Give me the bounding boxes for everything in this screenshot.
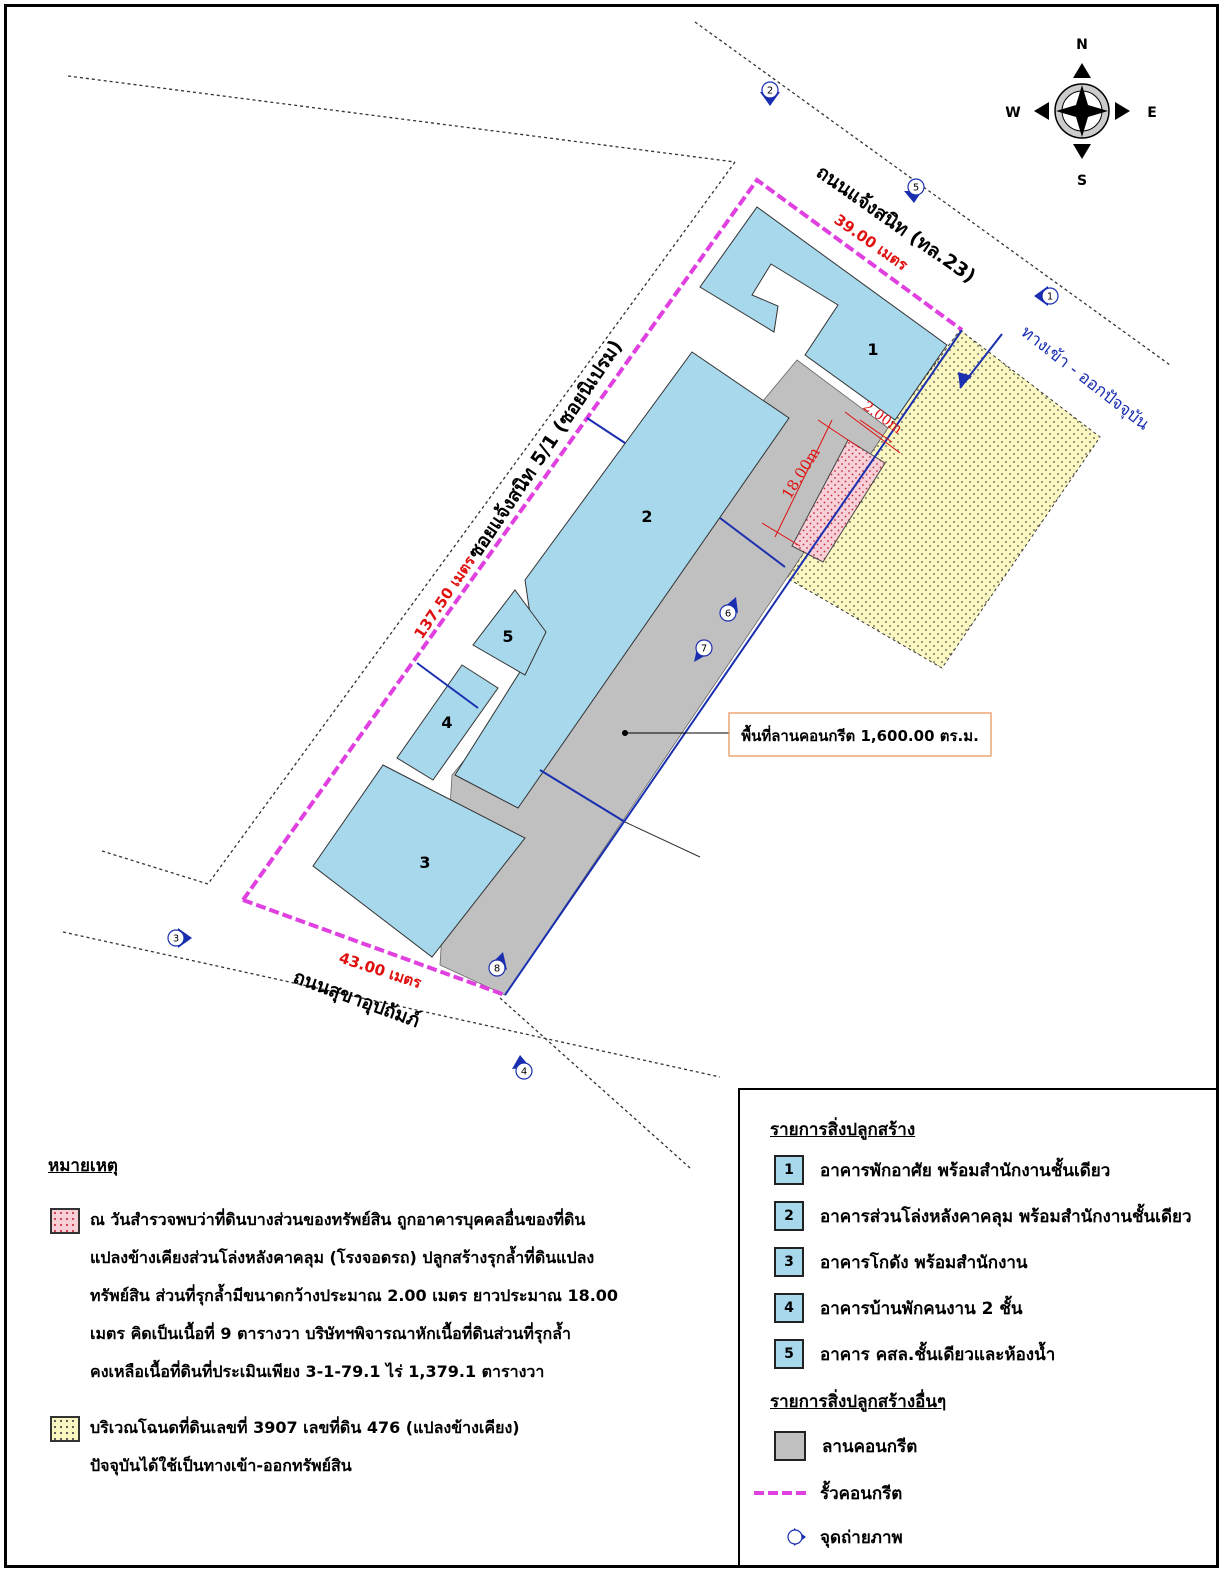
legend-item-2: 2 อาคารส่วนโล่งหลังคาคลุม พร้อมสำนักงานชั… xyxy=(774,1199,1192,1233)
building-5 xyxy=(472,589,547,676)
svg-text:3: 3 xyxy=(173,934,179,945)
legend-label: อาคาร คสล.ชั้นเดียวและห้องน้ำ xyxy=(820,1344,1056,1365)
notes-section: หมายเหตุ ณ วันสำรวจพบว่าที่ดินบางส่วนของ… xyxy=(48,1152,698,1503)
legend-title-buildings: รายการสิ่งปลูกสร้าง xyxy=(770,1120,916,1140)
compass-s: S xyxy=(1077,173,1087,189)
east-boundary xyxy=(504,329,963,996)
fence-swatch xyxy=(754,1491,810,1495)
legend-label: จุดถ่ายภาพ xyxy=(820,1527,903,1548)
legend-num: 3 xyxy=(774,1247,804,1277)
compass-rose: N S E W xyxy=(1005,37,1157,189)
legend-num: 2 xyxy=(774,1201,804,1231)
building-4-number: 4 xyxy=(441,713,452,732)
legend-label: ลานคอนกรีต xyxy=(822,1436,918,1457)
legend-item-fence: รั้วคอนกรีต xyxy=(754,1476,902,1510)
concrete-fence xyxy=(241,177,964,902)
note-line: คงเหลือเนื้อที่ดินที่ประเมินเพียง 3-1-79… xyxy=(90,1362,545,1381)
legend-label: อาคารบ้านพักคนงาน 2 ชั้น xyxy=(820,1298,1023,1319)
svg-text:2: 2 xyxy=(767,86,773,97)
yellow-swatch xyxy=(50,1416,80,1442)
west-dimension: 137.50 เมตร xyxy=(410,552,479,642)
note-line: บริเวณโฉนดที่ดินเลขที่ 3907 เลขที่ดิน 47… xyxy=(90,1418,520,1437)
legend-label: อาคารโกดัง พร้อมสำนักงาน xyxy=(820,1252,1028,1273)
notes-title: หมายเหตุ xyxy=(48,1156,118,1176)
legend-item-3: 3 อาคารโกดัง พร้อมสำนักงาน xyxy=(774,1245,1028,1279)
note-line: ณ วันสำรวจพบว่าที่ดินบางส่วนของทรัพย์สิน… xyxy=(90,1210,586,1229)
callout-text: พื้นที่ลานคอนกรีต 1,600.00 ตร.ม. xyxy=(741,724,979,745)
legend-item-5: 5 อาคาร คสล.ชั้นเดียวและห้องน้ำ xyxy=(774,1337,1055,1371)
building-3 xyxy=(312,764,526,958)
legend-box: รายการสิ่งปลูกสร้าง 1 อาคารพักอาศัย พร้อม… xyxy=(738,1088,1219,1568)
photo-point-1: 1 xyxy=(1034,286,1059,306)
buildings xyxy=(312,206,948,958)
building-4 xyxy=(396,664,499,781)
legend-item-1: 1 อาคารพักอาศัย พร้อมสำนักงานชั้นเดียว xyxy=(774,1153,1110,1187)
building-3-number: 3 xyxy=(419,853,430,872)
svg-text:7: 7 xyxy=(701,644,707,655)
svg-text:1: 1 xyxy=(1047,292,1053,303)
pink-swatch xyxy=(50,1208,80,1234)
legend-label: อาคารส่วนโล่งหลังคาคลุม พร้อมสำนักงานชั้… xyxy=(820,1206,1192,1227)
note-line: ทรัพย์สิน ส่วนที่รุกล้ำมีขนาดกว้างประมาณ… xyxy=(90,1286,619,1305)
photo-point-7: 7 xyxy=(694,639,713,662)
legend-label: รั้วคอนกรีต xyxy=(820,1483,903,1504)
encroachment-area xyxy=(791,439,886,563)
internal-lines xyxy=(416,417,786,823)
building-1-number: 1 xyxy=(867,340,878,359)
legend-label: อาคารพักอาศัย พร้อมสำนักงานชั้นเดียว xyxy=(820,1160,1111,1181)
dimension-lines xyxy=(761,411,901,547)
photo-points: 1 2 3 4 5 6 7 8 xyxy=(167,81,1059,1080)
photo-point-8: 8 xyxy=(488,952,507,977)
legend-num: 1 xyxy=(774,1155,804,1185)
note-neighbor: บริเวณโฉนดที่ดินเลขที่ 3907 เลขที่ดิน 47… xyxy=(48,1409,698,1485)
note-line: เมตร คิดเป็นเนื้อที่ 9 ตารางวา บริษัทฯพิ… xyxy=(90,1324,571,1343)
concrete-swatch xyxy=(774,1431,806,1461)
photo-point-6: 6 xyxy=(719,597,738,622)
building-5-number: 5 xyxy=(502,627,513,646)
compass-n: N xyxy=(1076,37,1088,53)
legend-num: 5 xyxy=(774,1339,804,1369)
map-frame xyxy=(4,4,1219,1568)
svg-text:6: 6 xyxy=(725,609,731,620)
photo-point-4: 4 xyxy=(512,1055,533,1080)
note-line: แปลงข้างเคียงส่วนโล่งหลังคาคลุม (โรงจอดร… xyxy=(90,1248,595,1267)
svg-text:8: 8 xyxy=(494,964,500,975)
legend-title-other: รายการสิ่งปลูกสร้างอื่นๆ xyxy=(770,1392,947,1412)
compass-w: W xyxy=(1005,105,1020,121)
building-2 xyxy=(454,351,790,809)
legend-item-concrete: ลานคอนกรีต xyxy=(774,1429,917,1463)
note-line: ปัจจุบันได้ใช้เป็นทางเข้า-ออกทรัพย์สิน xyxy=(90,1456,352,1475)
road-edge-lines xyxy=(62,21,1171,1169)
photo-point-5: 5 xyxy=(904,178,925,203)
compass-e: E xyxy=(1147,105,1157,121)
svg-text:4: 4 xyxy=(521,1067,527,1078)
building-2-number: 2 xyxy=(641,507,652,526)
legend-item-photo: จุดถ่ายภาพ xyxy=(784,1520,903,1554)
note-encroachment: ณ วันสำรวจพบว่าที่ดินบางส่วนของทรัพย์สิน… xyxy=(48,1201,698,1391)
legend-item-4: 4 อาคารบ้านพักคนงาน 2 ชั้น xyxy=(774,1291,1023,1325)
svg-text:5: 5 xyxy=(913,183,919,194)
legend-num: 4 xyxy=(774,1293,804,1323)
photo-point-3: 3 xyxy=(167,928,192,948)
photo-point-2: 2 xyxy=(760,81,780,106)
concrete-area-callout xyxy=(728,712,992,757)
photo-point-icon xyxy=(787,1528,806,1546)
building-1 xyxy=(699,206,948,421)
